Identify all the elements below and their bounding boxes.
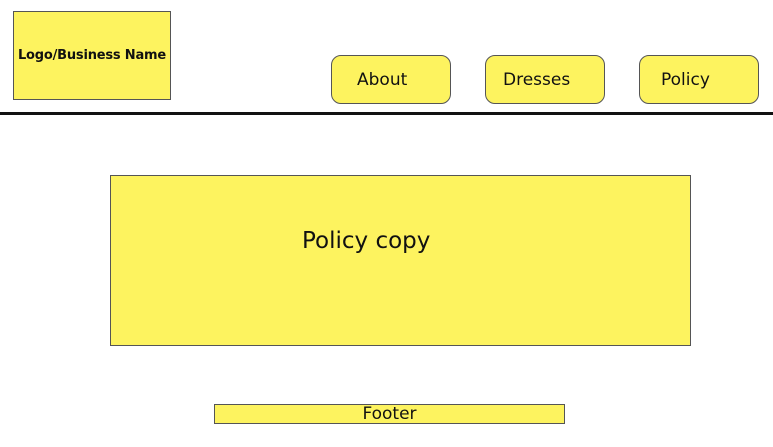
policy-content-label: Policy copy [302, 228, 431, 254]
nav-policy-label: Policy [661, 69, 710, 90]
footer-label: Footer [362, 403, 417, 424]
footer-box: Footer [214, 404, 565, 424]
nav-dresses-button[interactable]: Dresses [485, 55, 605, 104]
logo-box[interactable]: Logo/Business Name [13, 11, 171, 100]
nav-about-button[interactable]: About [331, 55, 451, 104]
header-divider [0, 112, 773, 115]
logo-label: Logo/Business Name [17, 48, 167, 63]
policy-content-box: Policy copy [110, 175, 691, 346]
nav-policy-button[interactable]: Policy [639, 55, 759, 104]
nav-about-label: About [357, 69, 408, 90]
nav-dresses-label: Dresses [503, 69, 571, 90]
